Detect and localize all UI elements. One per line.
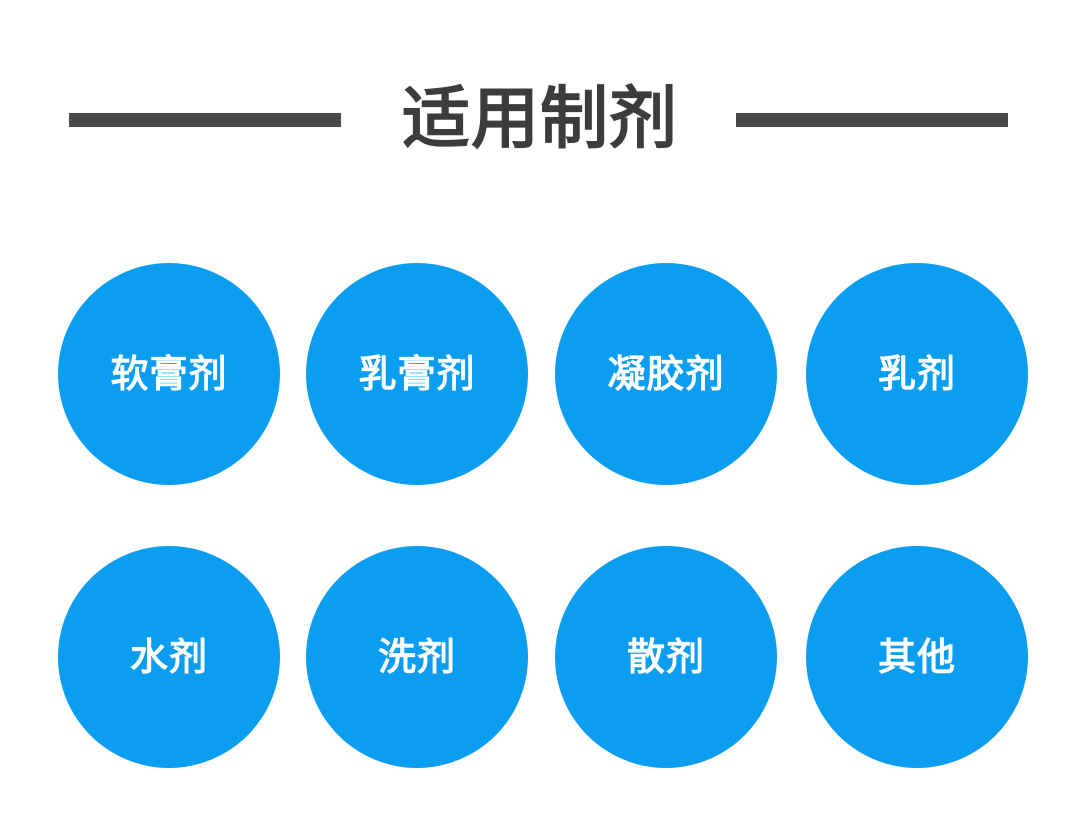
formulation-badge: 软膏剂 [58, 263, 280, 485]
formulation-badge: 乳剂 [806, 263, 1028, 485]
formulation-label: 软膏剂 [110, 352, 228, 396]
formulation-label: 凝胶剂 [607, 352, 725, 396]
formulation-label: 乳膏剂 [358, 352, 476, 396]
formulation-label: 水剂 [129, 635, 208, 679]
formulation-badge: 其他 [806, 546, 1028, 768]
formulation-badge: 水剂 [58, 546, 280, 768]
title-rule-left [69, 113, 341, 127]
title-section: 适用制剂 [0, 0, 1080, 200]
formulation-badge: 洗剂 [306, 546, 528, 768]
formulation-label: 散剂 [626, 635, 705, 679]
formulation-badge: 乳膏剂 [306, 263, 528, 485]
page-title: 适用制剂 [401, 80, 678, 159]
formulation-label: 洗剂 [377, 635, 456, 679]
title-rule-right [736, 113, 1008, 127]
formulation-badge: 凝胶剂 [555, 263, 777, 485]
formulation-label: 乳剂 [877, 352, 956, 396]
formulation-badge: 散剂 [555, 546, 777, 768]
formulation-label: 其他 [877, 635, 956, 679]
